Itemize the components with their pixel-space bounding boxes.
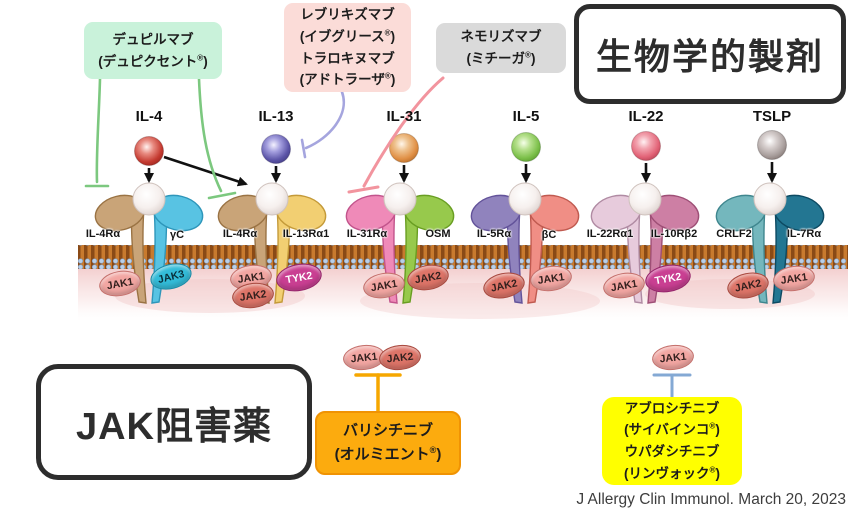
jak-inhibitors-title: JAK阻害薬 xyxy=(75,405,273,448)
drug-brand: (オルミエント®) xyxy=(335,443,442,467)
dupilumab-inhibition-lines xyxy=(84,77,237,200)
brand-text: ) xyxy=(715,422,720,438)
brand-text: (アドトラーザ xyxy=(299,72,385,88)
drug-brand: (イブグリース®) xyxy=(300,26,395,48)
cell-membrane xyxy=(78,245,848,269)
drug-name: ネモリズマブ xyxy=(460,29,542,45)
baricitinib-box: バリシチニブ (オルミエント®) xyxy=(315,411,461,475)
abrocitinib-upadacitinib-box: アブロシチニブ (サイバインコ®) ウパダシチニブ (リンヴォック®) xyxy=(602,397,742,485)
drug-brand: (デュピクセント®) xyxy=(98,51,207,73)
brand-text: (サイバインコ xyxy=(624,422,710,438)
receptor-complex-il4 xyxy=(90,182,208,304)
receptor-label-il5ra: IL-5Rα xyxy=(476,228,512,240)
drug-name: レブリキズマブ xyxy=(300,7,395,23)
brand-text: ) xyxy=(390,28,396,44)
receptor-label-beta-c: βC xyxy=(541,229,557,241)
il31-ball xyxy=(389,133,419,163)
drug-brand: (アドトラーザ®) xyxy=(300,69,396,91)
brand-text: (イブグリース xyxy=(299,28,385,44)
cytokine-label-tslp: TSLP xyxy=(752,108,792,125)
abrocitinib-upadacitinib-inhibition-line xyxy=(652,373,692,399)
registered-mark: ® xyxy=(429,445,437,455)
receptor-label-il22ra1: IL-22Rα1 xyxy=(586,228,634,240)
cytokine-label-il31: IL-31 xyxy=(386,108,422,125)
receptor-complex-tslp xyxy=(711,182,829,304)
brand-text: (ミチーガ xyxy=(466,51,526,66)
il5-ball xyxy=(511,132,541,162)
brand-text: (オルミエント xyxy=(334,446,430,463)
il22-ball xyxy=(631,131,661,161)
brand-text: ) xyxy=(436,446,442,463)
drug-brand: (リンヴォック®) xyxy=(624,463,720,485)
il4-ball xyxy=(134,136,164,166)
drug-name: トラロキヌマブ xyxy=(300,50,395,66)
receptor-label-il7ra: IL-7Rα xyxy=(786,228,822,240)
il13-ball xyxy=(261,134,291,164)
receptor-label-il4ra-1: IL-4Rα xyxy=(85,228,121,240)
receptor-label-il10rb2: IL-10Rβ2 xyxy=(650,228,698,240)
brand-text: (デュピクセント xyxy=(98,53,198,69)
receptor-label-osm: OSM xyxy=(425,228,451,240)
cytoplasm xyxy=(78,269,848,321)
receptor-label-gamma-c: γC xyxy=(169,229,185,241)
receptor-complex-il31 xyxy=(341,182,459,304)
receptor-label-il31ra: IL-31Rα xyxy=(346,228,388,240)
il4-to-type2-receptor-arrow xyxy=(163,155,248,187)
citation-text: J Allergy Clin Immunol. March 20, 2023 xyxy=(576,491,846,508)
nemolizumab-box: ネモリズマブ (ミチーガ®) xyxy=(436,23,566,73)
drug-name: ウパダシチニブ xyxy=(624,444,720,459)
receptor-complex-il22 xyxy=(586,182,704,304)
cytokine-label-il13: IL-13 xyxy=(258,108,294,125)
lebrikizumab-tralokinumab-box: レブリキズマブ (イブグリース®) トラロキヌマブ (アドトラーザ®) xyxy=(284,3,411,92)
tslp-ball xyxy=(757,130,787,160)
baricitinib-inhibition-line xyxy=(354,373,402,413)
registered-mark: ® xyxy=(709,465,716,475)
drug-brand: (ミチーガ®) xyxy=(467,48,536,70)
registered-mark: ® xyxy=(709,421,716,431)
brand-text: ) xyxy=(530,51,536,66)
brand-text: ) xyxy=(203,53,208,69)
brand-text: (リンヴォック xyxy=(624,465,710,481)
dupilumab-box: デュピルマブ (デュピクセント®) xyxy=(84,22,222,79)
biologics-title-box: 生物学的製剤 xyxy=(574,4,846,104)
lebrikizumab-tralokinumab-inhibition-line xyxy=(300,90,345,159)
receptor-complex-il5 xyxy=(466,182,584,304)
registered-mark: ® xyxy=(384,28,391,38)
drug-name: デュピルマブ xyxy=(112,31,194,47)
cytokine-label-il5: IL-5 xyxy=(512,108,540,125)
cytokine-label-il22: IL-22 xyxy=(628,108,664,125)
brand-text: ) xyxy=(390,72,396,88)
biologics-title: 生物学的製剤 xyxy=(595,36,824,77)
receptor-label-il4ra-2: IL-4Rα xyxy=(222,228,258,240)
drug-name: アブロシチニブ xyxy=(624,400,720,416)
drug-brand: (サイバインコ®) xyxy=(624,419,720,441)
cytoplasm-blob xyxy=(360,283,600,319)
registered-mark: ® xyxy=(197,53,204,62)
nemolizumab-inhibition-line xyxy=(347,76,445,194)
binding-arrows xyxy=(144,155,777,187)
jak-inhibitors-title-box: JAK阻害薬 xyxy=(36,364,312,480)
drug-name: バリシチニブ xyxy=(342,422,433,439)
cytokine-label-il4: IL-4 xyxy=(135,108,163,125)
brand-text: ) xyxy=(715,465,720,481)
receptor-complex-il4-il13 xyxy=(213,182,331,304)
receptor-label-il13ra1: IL-13Rα1 xyxy=(282,228,330,240)
registered-mark: ® xyxy=(525,50,531,60)
registered-mark: ® xyxy=(384,71,391,81)
receptor-label-crlf2: CRLF2 xyxy=(716,228,752,240)
